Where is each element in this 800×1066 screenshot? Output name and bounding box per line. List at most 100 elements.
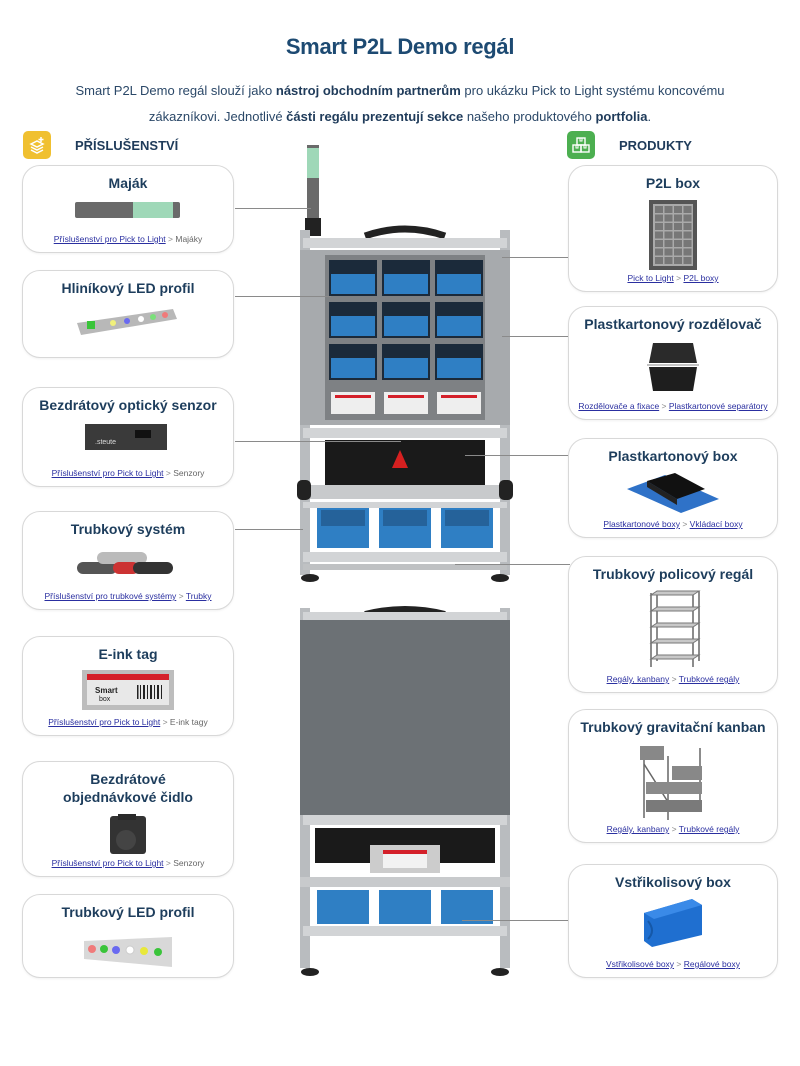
connector-line xyxy=(455,564,570,565)
p2l-bin xyxy=(655,223,663,230)
card-breadcrumb: Regály, kanbany > Trubkové regály xyxy=(569,674,777,684)
breadcrumb-separator: > xyxy=(679,519,690,529)
card-tube-system[interactable]: Trubkový systém Příslušenství pro trubko… xyxy=(22,511,234,610)
p2l-bin xyxy=(655,240,663,247)
intro-segment: . xyxy=(647,109,652,124)
breadcrumb-link[interactable]: Vkládací boxy xyxy=(689,519,743,529)
aluminium-led-profile-image xyxy=(77,309,177,335)
breadcrumb-link[interactable]: P2L boxy xyxy=(683,273,719,283)
breadcrumb-link[interactable]: Příslušenství pro Pick to Light xyxy=(51,468,164,478)
breadcrumb-text: Majáky xyxy=(175,234,203,244)
p2l-bin xyxy=(674,240,682,247)
breadcrumb-separator: > xyxy=(669,824,679,834)
divider-image xyxy=(647,343,699,391)
card-optical-sensor[interactable]: Bezdrátový optický senzor .steute Příslu… xyxy=(22,387,234,487)
p2l-bin xyxy=(683,223,692,230)
beacon-image xyxy=(75,202,180,218)
connector-line xyxy=(235,529,303,530)
intro-segment: pro ukázku Pick to Light systému koncové… xyxy=(148,83,725,124)
breadcrumb-separator: > xyxy=(163,858,174,868)
p2l-bin xyxy=(683,214,692,222)
card-plastic-carton-box[interactable]: Plastkartonový box Plastkartonové boxy >… xyxy=(568,438,778,538)
card-aluminium-led-profile[interactable]: Hliníkový LED profil xyxy=(22,270,234,358)
card-title: Plastkartonový box xyxy=(608,448,738,464)
p2l-bin xyxy=(674,248,682,256)
p2l-bin xyxy=(655,214,663,222)
p2l-bin xyxy=(664,214,673,222)
card-injection-box[interactable]: Vstřikolisový box Vstřikolisové boxy > R… xyxy=(568,864,778,978)
svg-text:.steute: .steute xyxy=(95,439,116,446)
intro-text: Smart P2L Demo regál slouží jako nástroj… xyxy=(40,78,760,130)
card-title: P2L box xyxy=(645,175,701,191)
card-breadcrumb: Plastkartonové boxy > Vkládací boxy xyxy=(569,519,777,529)
shelf-level xyxy=(649,638,701,644)
card-breadcrumb: Rozdělovače a fixace > Plastkartonové se… xyxy=(569,401,777,411)
svg-text:box: box xyxy=(99,696,111,703)
p2l-bin xyxy=(655,231,663,239)
breadcrumb-link[interactable]: Plastkartonové separátory xyxy=(668,401,768,411)
intro-segment: Smart P2L Demo regál slouží jako xyxy=(75,83,276,98)
breadcrumb-link[interactable]: Trubkové regály xyxy=(678,674,740,684)
breadcrumb-link[interactable]: Trubkové regály xyxy=(678,824,740,834)
card-breadcrumb: Pick to Light > P2L boxy xyxy=(569,273,777,283)
card-order-sensor[interactable]: Bezdrátové objednávkové čidlo Příslušens… xyxy=(22,761,234,877)
intro-segment: našeho produktového xyxy=(463,109,596,124)
order-sensor-image xyxy=(110,814,146,854)
shelf-level xyxy=(649,590,701,596)
breadcrumb-link[interactable]: Rozdělovače a fixace xyxy=(578,401,660,411)
breadcrumb-link[interactable]: Trubky xyxy=(185,591,212,601)
p2l-bin xyxy=(683,248,692,256)
breadcrumb-link[interactable]: Regály, kanbany xyxy=(606,674,670,684)
breadcrumb-link[interactable]: Příslušenství pro Pick to Light xyxy=(48,717,161,727)
breadcrumb-link[interactable]: Vstřikolisové boxy xyxy=(606,959,675,969)
card-beacon[interactable]: Maják Příslušenství pro Pick to Light > … xyxy=(22,165,234,253)
products-icon xyxy=(567,131,595,159)
card-eink-tag[interactable]: E-ink tag Smart box Příslušenství pro Pi… xyxy=(22,636,234,736)
svg-text:Smart: Smart xyxy=(95,686,118,695)
breadcrumb-link[interactable]: Regály, kanbany xyxy=(606,824,670,834)
card-gravity-kanban[interactable]: Trubkový gravitační kanban Regály, kanba… xyxy=(568,709,778,843)
p2l-bin xyxy=(655,248,663,256)
breadcrumb-link[interactable]: Příslušenství pro Pick to Light xyxy=(53,234,166,244)
breadcrumb-link[interactable]: Pick to Light xyxy=(627,273,674,283)
card-divider[interactable]: Plastkartonový rozdělovač Rozdělovače a … xyxy=(568,306,778,420)
breadcrumb-separator: > xyxy=(160,717,170,727)
card-title: Maják xyxy=(108,175,148,191)
card-breadcrumb: Příslušenství pro trubkové systémy > Tru… xyxy=(23,591,233,601)
p2l-bin xyxy=(664,206,673,213)
card-shelf-rack[interactable]: Trubkový policový regál Regály, kanbany … xyxy=(568,556,778,693)
card-title: Bezdrátový optický senzor xyxy=(39,397,217,413)
breadcrumb-separator: > xyxy=(674,959,684,969)
breadcrumb-link[interactable]: Příslušenství pro trubkové systémy xyxy=(44,591,177,601)
breadcrumb-text: Senzory xyxy=(173,858,205,868)
connector-line xyxy=(235,208,311,209)
breadcrumb-link[interactable]: Příslušenství pro Pick to Light xyxy=(51,858,164,868)
tube-led-profile-image xyxy=(84,937,172,967)
card-title: Trubkový LED profil xyxy=(61,904,195,920)
card-p2l-box[interactable]: P2L box Pick to Light > P2L boxy xyxy=(568,165,778,292)
p2l-bin xyxy=(674,214,682,222)
connector-line xyxy=(465,455,570,456)
eink-tag-image: Smart box xyxy=(82,670,174,710)
intro-highlight: nástroj obchodním partnerům xyxy=(275,83,461,98)
breadcrumb-text: Senzory xyxy=(173,468,205,478)
card-title: E-ink tag xyxy=(98,646,158,662)
p2l-bin xyxy=(683,206,692,213)
breadcrumb-link[interactable]: Regálové boxy xyxy=(683,959,740,969)
p2l-box-image xyxy=(649,200,697,270)
gravity-kanban-image xyxy=(640,746,702,820)
card-title: Plastkartonový rozdělovač xyxy=(584,316,762,332)
p2l-bin xyxy=(655,257,663,264)
breadcrumb-separator: > xyxy=(659,401,669,411)
breadcrumb-link[interactable]: Plastkartonové boxy xyxy=(603,519,680,529)
card-breadcrumb: Regály, kanbany > Trubkové regály xyxy=(569,824,777,834)
card-title: Vstřikolisový box xyxy=(615,874,731,890)
p2l-bin xyxy=(674,206,682,213)
p2l-bin xyxy=(674,223,682,230)
intro-highlight: portfolia xyxy=(595,109,648,124)
p2l-bin xyxy=(664,231,673,239)
accessories-section-label: PŘÍSLUŠENSTVÍ xyxy=(75,137,179,153)
connector-line xyxy=(502,336,570,337)
card-tube-led-profile[interactable]: Trubkový LED profil xyxy=(22,894,234,978)
card-breadcrumb: Vstřikolisové boxy > Regálové boxy xyxy=(569,959,777,969)
